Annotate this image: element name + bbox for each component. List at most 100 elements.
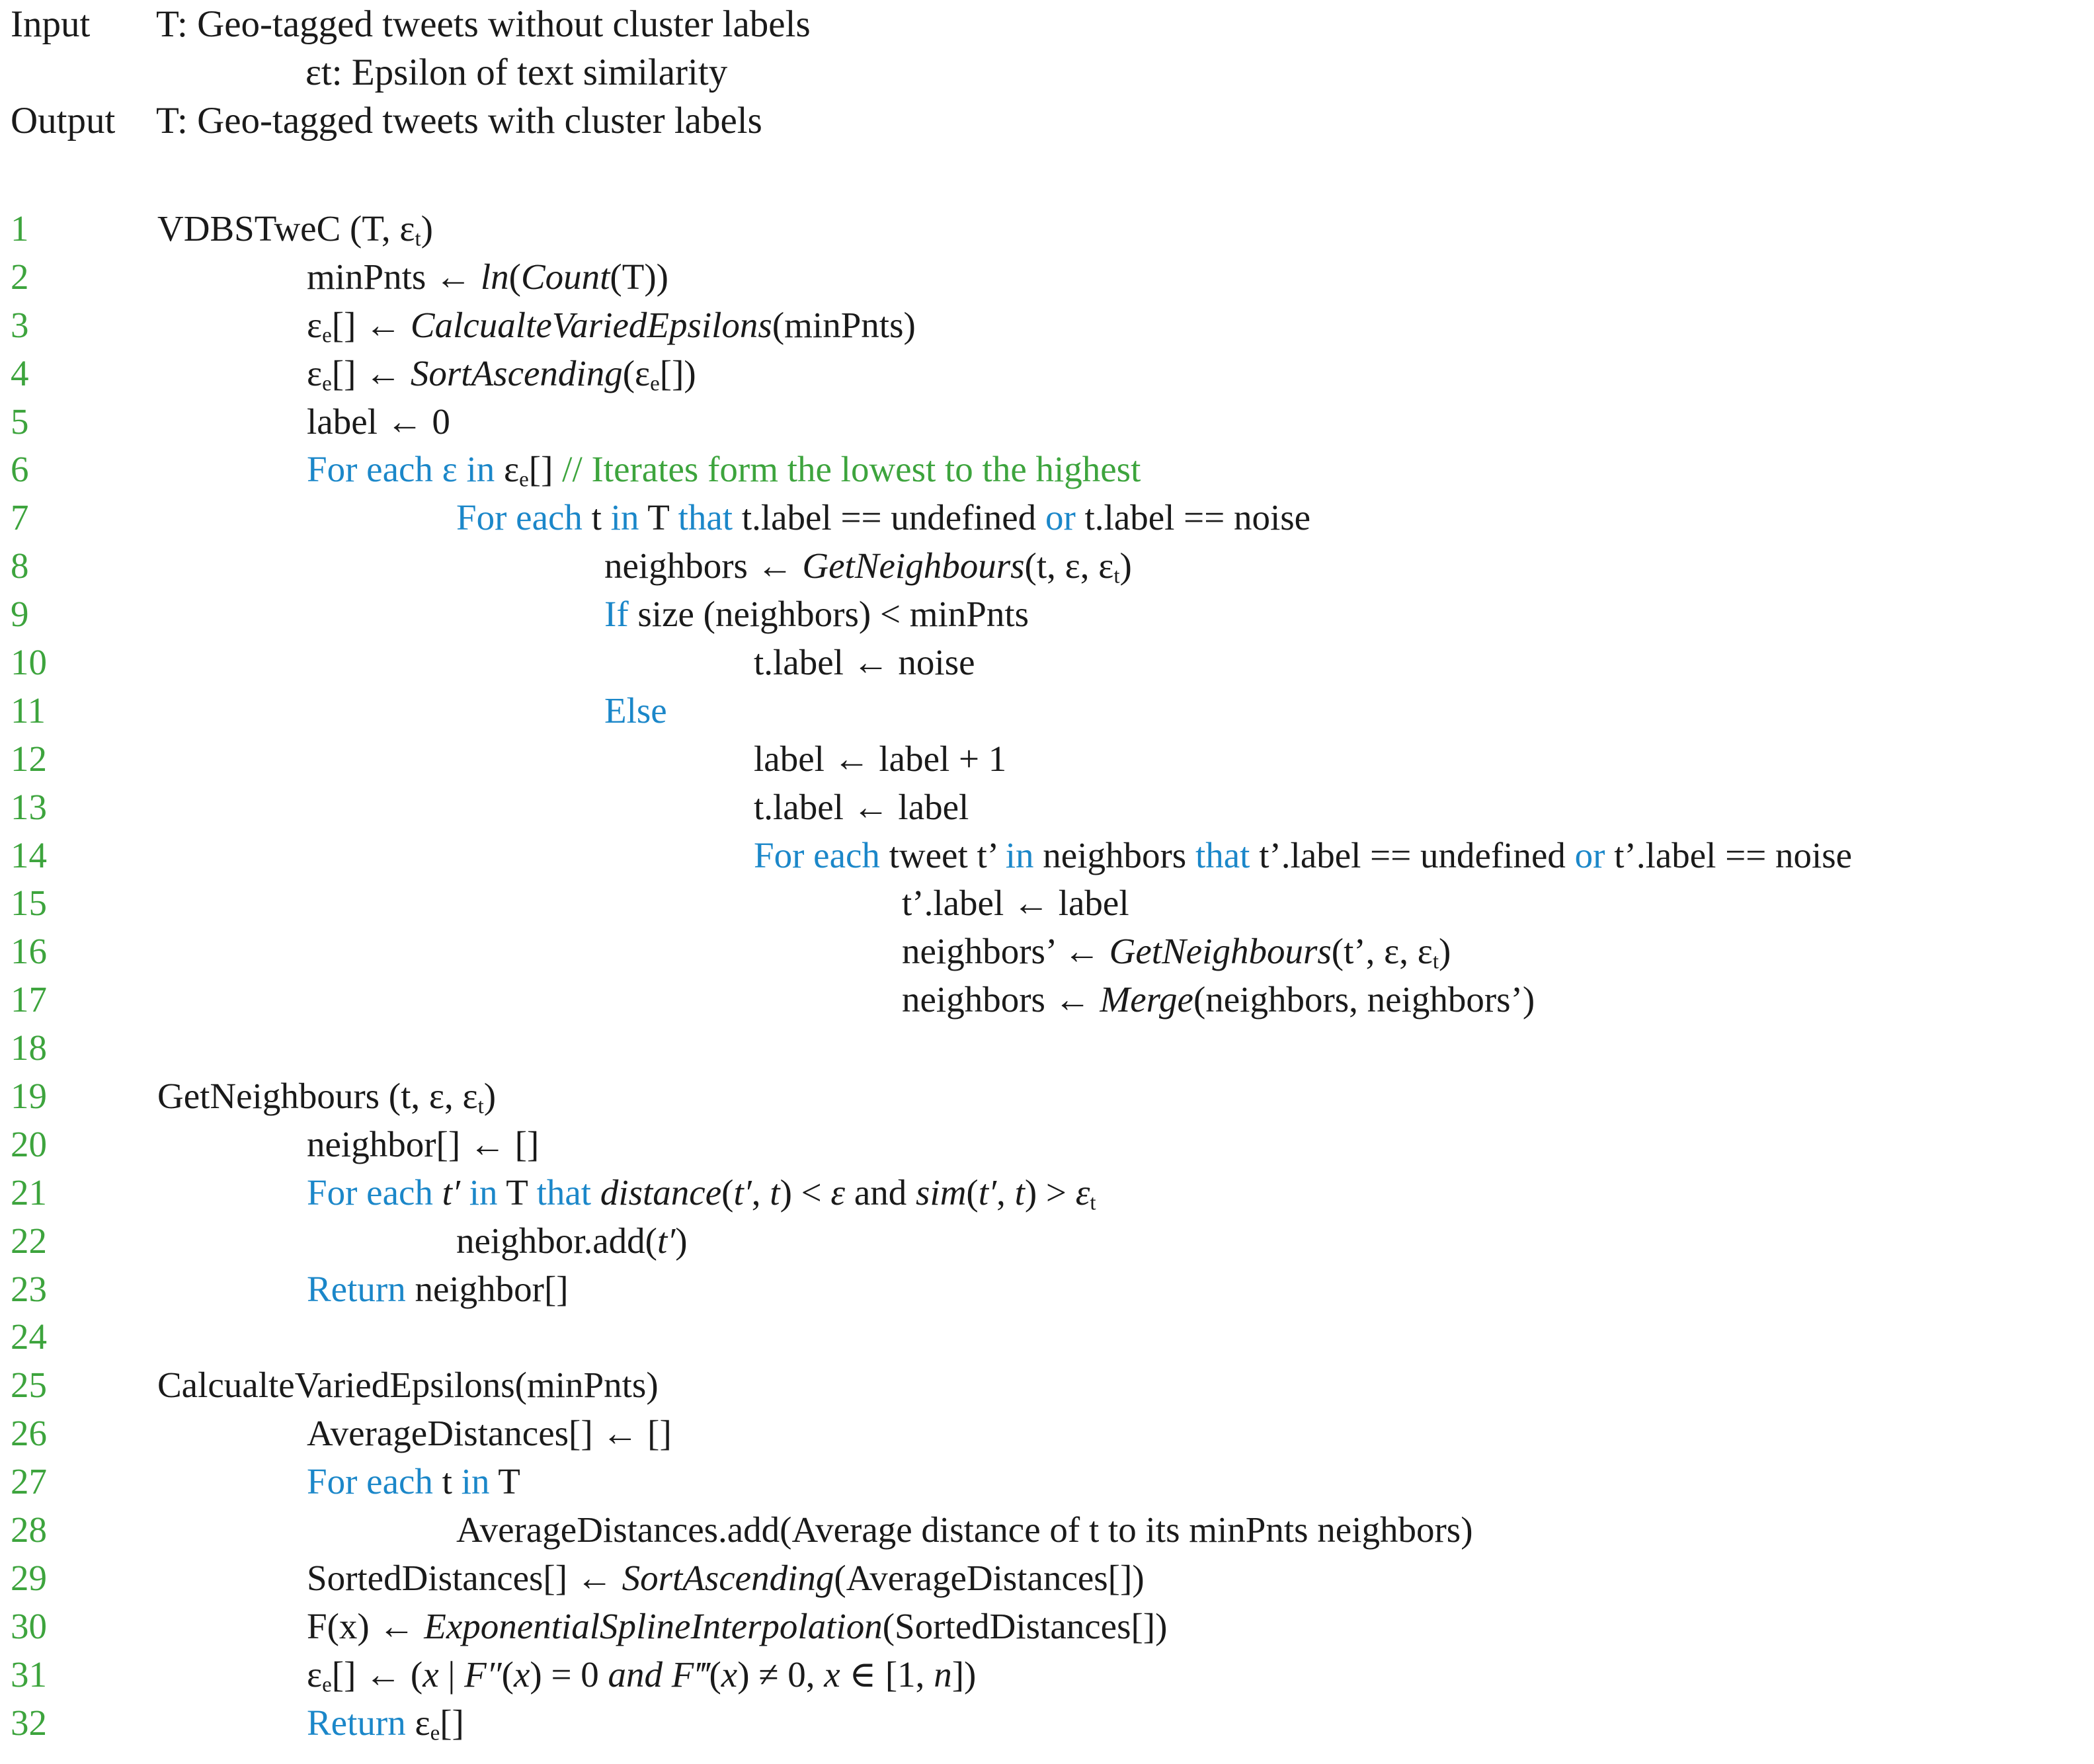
code-token: in — [1005, 834, 1043, 875]
code-token: x — [824, 1654, 840, 1695]
code-token: GetNeighbours — [802, 545, 1025, 586]
line-number: 18 — [11, 1027, 47, 1068]
line-text: GetNeighbours (t, ε, εt) — [157, 1072, 496, 1121]
code-token: ]) — [951, 1654, 977, 1695]
code-token: label ← 0 — [307, 401, 450, 442]
code-token: For each ε in — [307, 449, 504, 490]
code-token: [] — [440, 1702, 464, 1743]
line-number: 31 — [11, 1654, 47, 1695]
code-token: neighbors ← — [604, 545, 803, 586]
code-token: ln — [480, 256, 509, 297]
code-token: ExponentialSplineInterpolation — [424, 1605, 883, 1646]
line-number: 5 — [11, 401, 29, 442]
code-token: t — [477, 1094, 484, 1119]
code-token: neighbor[] ← [] — [307, 1123, 540, 1164]
code-token: Merge — [1100, 979, 1193, 1020]
input-value: T: Geo-tagged tweets without cluster lab… — [156, 3, 811, 45]
line-number: 13 — [11, 786, 47, 827]
code-token: ε — [307, 1654, 323, 1695]
code-token: t′ — [978, 1172, 997, 1213]
line-text: εe[] ← CalcualteVariedEpsilons(minPnts) — [307, 301, 916, 350]
code-token: For each — [307, 1461, 442, 1502]
code-token: n — [934, 1654, 952, 1695]
code-token: t.label ← label — [754, 786, 969, 827]
code-token: ( — [966, 1172, 979, 1213]
code-token: and F‴ — [608, 1654, 709, 1695]
code-token: ) — [1119, 545, 1132, 586]
code-token: (t, ε, ε — [1024, 545, 1114, 586]
line-text: Else — [604, 687, 667, 735]
line-number: 19 — [11, 1076, 47, 1117]
code-token: GetNeighbours (t, ε, ε — [157, 1076, 478, 1117]
code-token: ε — [307, 352, 323, 393]
code-token: ε — [830, 1172, 846, 1213]
line-text: t’.label ← label — [902, 879, 1129, 928]
line-number: 15 — [11, 883, 47, 924]
code-token: (minPnts) — [772, 304, 916, 345]
code-token: [] ← ( — [331, 1654, 423, 1695]
line-text: F(x) ← ExponentialSplineInterpolation(So… — [307, 1603, 1167, 1651]
line-text: For each t′ in T that distance(t′, t) < … — [307, 1169, 1096, 1217]
line-number: 28 — [11, 1509, 47, 1550]
line-number: 4 — [11, 352, 29, 393]
code-token: ∈ [1, — [840, 1654, 934, 1695]
line-number: 10 — [11, 642, 47, 683]
code-token: Return — [307, 1702, 415, 1743]
code-token: ε — [415, 1702, 430, 1743]
code-token: F″ — [464, 1654, 502, 1695]
line-text: For each t in T — [307, 1458, 520, 1506]
line-text: t.label ← label — [754, 783, 969, 832]
code-token: t — [415, 227, 421, 251]
line-text: VDBSTweC (T, εt) — [157, 205, 433, 253]
code-token: t’.label ← label — [902, 883, 1129, 924]
code-token: t.label == undefined — [741, 497, 1045, 538]
line-text: For each tweet t’ in neighbors that t’.l… — [754, 832, 1852, 880]
code-token: t — [591, 497, 611, 538]
code-token: SortAscending — [410, 352, 623, 393]
code-token: // Iterates form the lowest to the highe… — [562, 449, 1141, 490]
code-token: or — [1574, 834, 1615, 875]
line-number: 32 — [11, 1702, 47, 1743]
code-token: e — [650, 371, 660, 395]
output-label: Output — [11, 100, 116, 141]
code-token: e — [322, 1672, 332, 1697]
code-token: SortAscending — [622, 1557, 834, 1598]
code-token: in — [460, 1172, 506, 1213]
code-token: ( — [501, 1654, 514, 1695]
code-token: If — [604, 594, 638, 635]
line-number: 24 — [11, 1316, 47, 1357]
line-text: If size (neighbors) < minPnts — [604, 590, 1029, 639]
line-text: t.label ← noise — [754, 639, 975, 687]
line-number: 25 — [11, 1365, 47, 1406]
code-token: [] ← — [331, 352, 411, 393]
line-text: εe[] ← (x | F″(x) = 0 and F‴(x) ≠ 0, x ∈… — [307, 1651, 976, 1699]
code-token: Else — [604, 690, 667, 731]
code-token: neighbor.add( — [456, 1220, 657, 1261]
code-token: t — [1113, 564, 1120, 588]
code-token: For each — [754, 834, 889, 875]
code-token: t — [770, 1172, 780, 1213]
code-token: (ε — [622, 352, 651, 393]
code-token: (AverageDistances[]) — [834, 1557, 1145, 1598]
code-token: that — [536, 1172, 600, 1213]
input-label: Input — [11, 3, 91, 45]
code-token: GetNeighbours — [1109, 931, 1332, 972]
code-token: and — [845, 1172, 916, 1213]
code-token: , — [751, 1172, 770, 1213]
code-token: ) — [1439, 931, 1451, 972]
line-number: 6 — [11, 449, 29, 490]
code-token: t′ — [657, 1220, 676, 1261]
code-token: neighbors’ ← — [902, 931, 1109, 972]
output-value: T: Geo-tagged tweets with cluster labels — [156, 100, 762, 141]
code-token: t — [1432, 949, 1439, 974]
code-token: t’.label == undefined — [1259, 834, 1575, 875]
line-number: 12 — [11, 738, 47, 779]
code-token: T — [506, 1172, 537, 1213]
code-token: t — [442, 1461, 462, 1502]
code-token: VDBSTweC (T, ε — [157, 208, 415, 249]
line-text: label ← label + 1 — [754, 735, 1006, 783]
code-token: ( — [721, 1172, 734, 1213]
line-number: 9 — [11, 594, 29, 635]
line-text: AverageDistances[] ← [] — [307, 1410, 672, 1458]
code-token: For each — [456, 497, 592, 538]
